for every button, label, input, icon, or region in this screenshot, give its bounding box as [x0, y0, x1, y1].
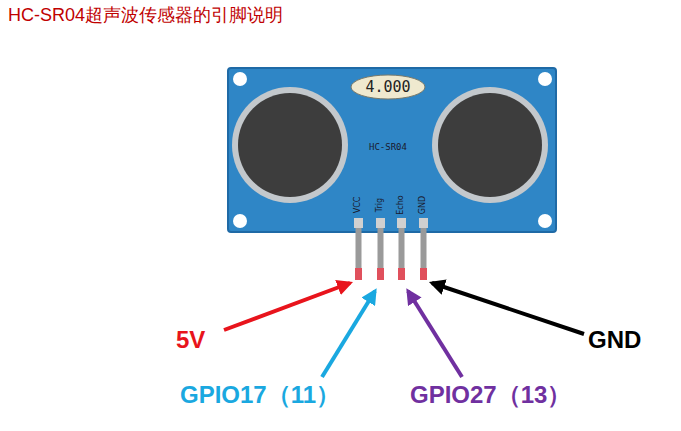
transducer [232, 87, 548, 203]
pin-name: Echo [397, 195, 405, 214]
pin-name: VCC [354, 197, 362, 214]
leader-arrow [224, 283, 584, 377]
pin-name: GND [419, 196, 427, 214]
ground-label: GND [588, 327, 641, 353]
pin-name: Trig [376, 198, 384, 212]
display-reading: 4.000 [365, 80, 410, 95]
pin-header [354, 218, 428, 280]
sensor-board: HC-SR04VCC Trig Echo GND 4.000 [228, 68, 556, 232]
gpio-label: GPIO17（11） [180, 382, 340, 408]
pcb-board [228, 68, 556, 232]
page-title: HC-SR04超声波传感器的引脚说明 [8, 6, 283, 26]
gpio-label: GPIO27（13） [410, 382, 571, 408]
model-name: HC-SR04 [369, 143, 407, 152]
power-label: 5V [176, 327, 205, 353]
display-oval: 4.000 [350, 74, 426, 100]
